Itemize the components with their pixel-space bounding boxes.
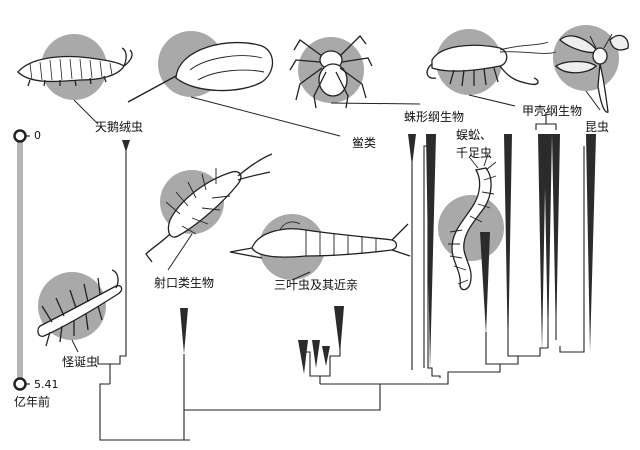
- axis-top-marker: [13, 129, 27, 143]
- wedge-crustacea-2: [538, 134, 546, 352]
- label-myriapoda-line2: 千足虫: [456, 146, 493, 160]
- label-radiodonta: 射口类生物: [154, 276, 215, 290]
- trilobite-illustration: [229, 221, 411, 259]
- time-axis: [13, 129, 30, 391]
- horseshoe-crab-illustration: [127, 41, 274, 103]
- callout-lines: [71, 90, 601, 353]
- wedge-trilobite-1: [298, 340, 308, 374]
- wedge-merostomata: [408, 134, 416, 166]
- hallucigenia-illustration: [37, 269, 123, 347]
- label-trilobita: 三叶虫及其近亲: [274, 278, 359, 292]
- wedge-trilobite-3: [322, 346, 330, 366]
- label-insecta: 昆虫: [585, 120, 610, 134]
- wedge-radiodont: [180, 308, 188, 354]
- velvet-worm-illustration: [17, 47, 133, 87]
- label-arachnida: 蛛形纲生物: [404, 110, 465, 124]
- wedge-crustacea-1: [504, 134, 512, 358]
- axis-bottom-marker: [13, 377, 27, 391]
- disc-centipede: [438, 195, 504, 261]
- wedge-myriapoda: [480, 232, 490, 334]
- insect-illustration: [554, 33, 629, 113]
- axis-top-label: 0: [34, 129, 41, 142]
- axis-bottom-unit: 亿年前: [14, 395, 51, 409]
- wedge-arachnida: [426, 134, 436, 370]
- spider-illustration: [289, 35, 373, 109]
- centipede-illustration: [448, 153, 497, 291]
- shrimp-illustration: [426, 41, 557, 87]
- disc-insect: [553, 25, 619, 91]
- label-myriapoda-line1: 蜈蚣、: [456, 128, 493, 142]
- label-velvet-worm: 天鹅绒虫: [95, 120, 144, 134]
- lineage-wedges: [122, 134, 596, 374]
- wedge-velvet-worm: [122, 140, 130, 152]
- wedge-trilobite-4: [334, 306, 344, 354]
- wedge-crustacea-3: [544, 134, 552, 346]
- label-merostomata: 鲎类: [352, 136, 377, 150]
- wedge-crustacea-4: [552, 134, 560, 342]
- wedge-insecta: [586, 134, 596, 352]
- time-axis-bar: [17, 140, 23, 384]
- label-hallucigenia: 怪诞虫: [62, 355, 99, 369]
- label-crustacea: 甲壳纲生物: [522, 104, 583, 118]
- radiodont-illustration: [145, 153, 273, 263]
- axis-bottom-value: 5.41: [34, 378, 59, 391]
- wedge-trilobite-2: [312, 340, 320, 368]
